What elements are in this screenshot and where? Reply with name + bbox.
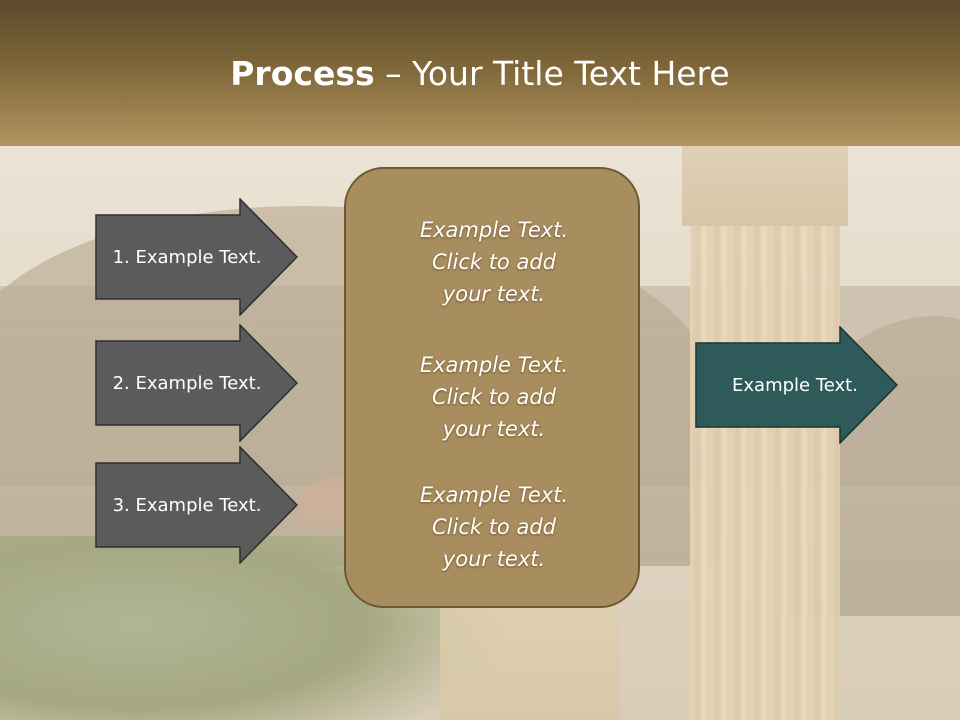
title-rest: – Your Title Text Here xyxy=(374,54,730,93)
center-line: Example Text. xyxy=(419,353,569,377)
center-text-block-1: Example Text. Click to add your text. xyxy=(346,214,642,310)
result-arrow[interactable]: Example Text. xyxy=(695,326,898,444)
title-bold: Process xyxy=(230,54,375,93)
center-text-box[interactable]: Example Text. Click to add your text. Ex… xyxy=(344,167,640,608)
center-line: Click to add xyxy=(431,515,556,539)
title-band: Process – Your Title Text Here xyxy=(0,0,960,146)
photo-column-capital xyxy=(682,146,848,226)
center-line: Click to add xyxy=(431,385,556,409)
center-line: Example Text. xyxy=(419,218,569,242)
arrow-shape xyxy=(695,326,898,444)
arrow-shape xyxy=(95,198,298,316)
photo-building xyxy=(440,596,620,720)
center-line: Example Text. xyxy=(419,483,569,507)
arrow-shape xyxy=(95,446,298,564)
center-text-block-2: Example Text. Click to add your text. xyxy=(346,349,642,445)
center-line: Click to add xyxy=(431,250,556,274)
arrow-shape xyxy=(95,324,298,442)
center-line: your text. xyxy=(442,282,546,306)
photo-column xyxy=(690,146,840,720)
process-step-3-label: 3. Example Text. xyxy=(112,494,262,516)
center-line: your text. xyxy=(442,417,546,441)
center-line: your text. xyxy=(442,547,546,571)
result-arrow-label: Example Text. xyxy=(732,374,858,396)
process-step-1-label: 1. Example Text. xyxy=(112,246,262,268)
process-step-2-arrow[interactable]: 2. Example Text. xyxy=(95,324,298,442)
slide-title[interactable]: Process – Your Title Text Here xyxy=(0,52,960,96)
center-text-block-3: Example Text. Click to add your text. xyxy=(346,479,642,575)
process-step-1-arrow[interactable]: 1. Example Text. xyxy=(95,198,298,316)
process-step-2-label: 2. Example Text. xyxy=(112,372,262,394)
process-step-3-arrow[interactable]: 3. Example Text. xyxy=(95,446,298,564)
